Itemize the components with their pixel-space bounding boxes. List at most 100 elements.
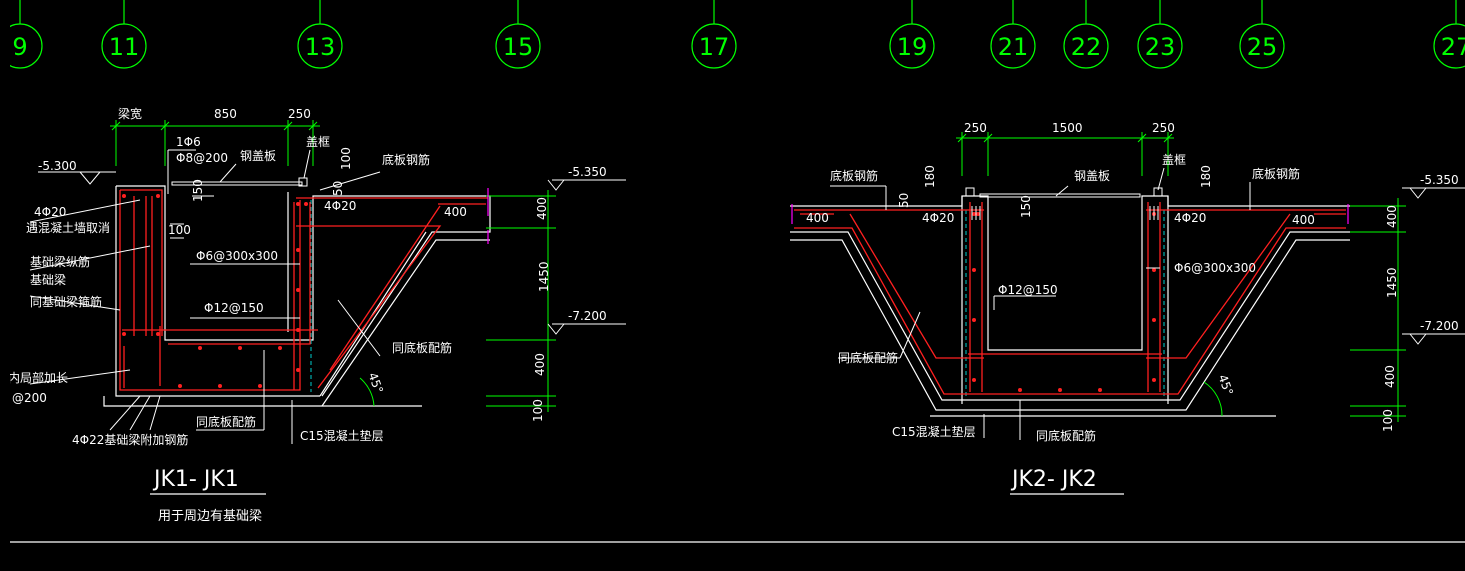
axis-label-21: 21: [998, 33, 1029, 61]
jk2-label-same-slab-right: 同底板配筋: [1036, 428, 1096, 443]
jk2-steel-cover: [965, 187, 1163, 198]
jk1-label-frame: 盖框: [306, 135, 330, 149]
axis-bubble-11: [101, 0, 147, 69]
jk1-elev-mid: -7.200: [568, 309, 607, 323]
jk2-concrete-outline: [790, 195, 1350, 417]
jk2-label-bottom-bar-right: 底板钢筋: [1252, 166, 1300, 181]
jk2-label-180-right: 180: [1199, 165, 1213, 188]
jk1-label-beam: 基础梁: [30, 272, 66, 287]
axis-bubble-27: [1433, 0, 1465, 69]
jk1-dims-right: [486, 190, 556, 412]
left-edge-bar: [0, 0, 10, 567]
jk2-label-150: 150: [1019, 195, 1033, 218]
jk1-label-same-slab: 同底板配筋: [392, 340, 452, 355]
jk1-label-steel-cover: 钢盖板: [240, 149, 276, 163]
axis-label-11: 11: [109, 33, 140, 61]
jk1-label-same-slab2: 同底板配筋: [196, 414, 256, 429]
jk1-rebar-dots: [122, 194, 308, 388]
jk1-elevations: [38, 171, 626, 335]
detail-jk1: [29, 120, 626, 495]
jk1-dim-beam-width: 梁宽: [118, 106, 142, 121]
jk1-dim-250: 250: [288, 107, 311, 121]
jk1-label-phi6-300: Φ6@300x300: [196, 249, 278, 263]
jk2-label-400-left: 400: [806, 211, 829, 225]
jk1-title: JK1- JK1: [152, 467, 239, 492]
axis-bubble-9: [0, 0, 43, 69]
jk2-dims-top: [956, 132, 1174, 176]
axis-label-13: 13: [305, 33, 336, 61]
jk1-label-100b: 100: [168, 223, 191, 237]
axis-bubble-21: [990, 0, 1036, 69]
jk2-label-same-slab-left: 同底板配筋: [838, 350, 898, 365]
jk1-elev-right: -5.350: [568, 165, 607, 179]
jk1-leaders: [29, 149, 381, 444]
jk1-angle-arc: [359, 377, 375, 407]
jk2-label-c15: C15混凝土垫层: [892, 424, 976, 439]
jk1-label-bottom-bar: 底板钢筋: [382, 152, 430, 167]
axis-label-25: 25: [1247, 33, 1278, 61]
jk2-label-bottom-bar-left: 底板钢筋: [830, 168, 878, 183]
jk1-label-150: 150: [191, 179, 205, 202]
jk2-leaders: [830, 167, 1251, 440]
jk2-label-steel-cover: 钢盖板: [1074, 169, 1110, 183]
jk1-dims-top: [110, 120, 320, 166]
jk1-dim-right-100: 100: [531, 399, 545, 422]
jk2-markers: [791, 204, 1349, 224]
jk1-dim-right-400a: 400: [535, 197, 549, 220]
jk2-dim-right-100: 100: [1381, 409, 1395, 432]
grid-axis-bubbles: [0, 0, 1465, 69]
jk2-label-400-right: 400: [1292, 213, 1315, 227]
jk2-dim-right-400b: 400: [1383, 365, 1397, 388]
jk1-label-c15: C15混凝土垫层: [300, 428, 384, 443]
jk1-label-beam-stirrup: 同基础梁箍筋: [30, 294, 102, 309]
jk2-dim-right-400a: 400: [1385, 205, 1399, 228]
jk1-subtitle: 用于周边有基础梁: [158, 509, 262, 524]
jk2-label-180-left: 180: [923, 165, 937, 188]
jk1-dim-right-1450: 1450: [537, 261, 551, 292]
jk2-dim-250-left: 250: [964, 121, 987, 135]
jk2-angle-arc: [1203, 381, 1223, 417]
jk1-label-400: 400: [444, 205, 467, 219]
jk1-label-local-long: 内局部加长: [8, 370, 68, 385]
jk2-bar-ticks: [971, 206, 1159, 220]
axis-bubble-17: [691, 0, 737, 69]
axis-label-17: 17: [699, 33, 730, 61]
jk1-steel-cover: [171, 177, 308, 187]
jk1-label-wall-cancel: 遇混凝土墙取消: [26, 220, 110, 235]
jk1-label-4phi20-b: 4Φ20: [324, 199, 356, 213]
jk2-label-45: 45°: [1215, 373, 1235, 398]
jk2-elev-right: -5.350: [1420, 173, 1459, 187]
jk2-rebar-dots: [972, 212, 1156, 392]
axis-bubble-19: [889, 0, 935, 69]
axis-label-22: 22: [1071, 33, 1102, 61]
axis-label-23: 23: [1145, 33, 1176, 61]
jk2-label-50: 50: [897, 193, 911, 208]
jk1-label-phi8: Φ8@200: [176, 151, 228, 165]
axis-bubble-23: [1137, 0, 1183, 69]
axis-bubble-15: [495, 0, 541, 69]
jk1-dim-850: 850: [214, 107, 237, 121]
jk1-label-at200: @200: [12, 391, 47, 405]
jk2-label-frame: 盖框: [1162, 153, 1186, 167]
jk2-elev-mid: -7.200: [1420, 319, 1459, 333]
jk1-elev-top: -5.300: [38, 159, 77, 173]
jk2-rebar: [794, 202, 1346, 395]
jk1-label-beam-bar: 基础梁纵筋: [30, 254, 90, 269]
axis-label-9: 9: [12, 33, 27, 61]
jk1-label-phi12: Φ12@150: [204, 301, 264, 315]
jk1-rebar: [119, 189, 488, 391]
jk2-label-phi12: Φ12@150: [998, 283, 1058, 297]
jk1-label-45: 45°: [365, 371, 385, 396]
jk2-dim-250-right: 250: [1152, 121, 1175, 135]
jk2-label-4phi20-right: 4Φ20: [1174, 211, 1206, 225]
axis-label-27: 27: [1441, 33, 1465, 61]
axis-label-15: 15: [503, 33, 534, 61]
jk1-label-4phi22: 4Φ22基础梁附加钢筋: [72, 432, 188, 447]
jk1-label-4phi20-a: 4Φ20: [34, 205, 66, 219]
jk1-label-50: 50: [331, 181, 345, 196]
jk2-title: JK2- JK2: [1010, 467, 1097, 492]
jk2-dim-1500: 1500: [1052, 121, 1083, 135]
jk2-dim-right-1450: 1450: [1385, 267, 1399, 298]
